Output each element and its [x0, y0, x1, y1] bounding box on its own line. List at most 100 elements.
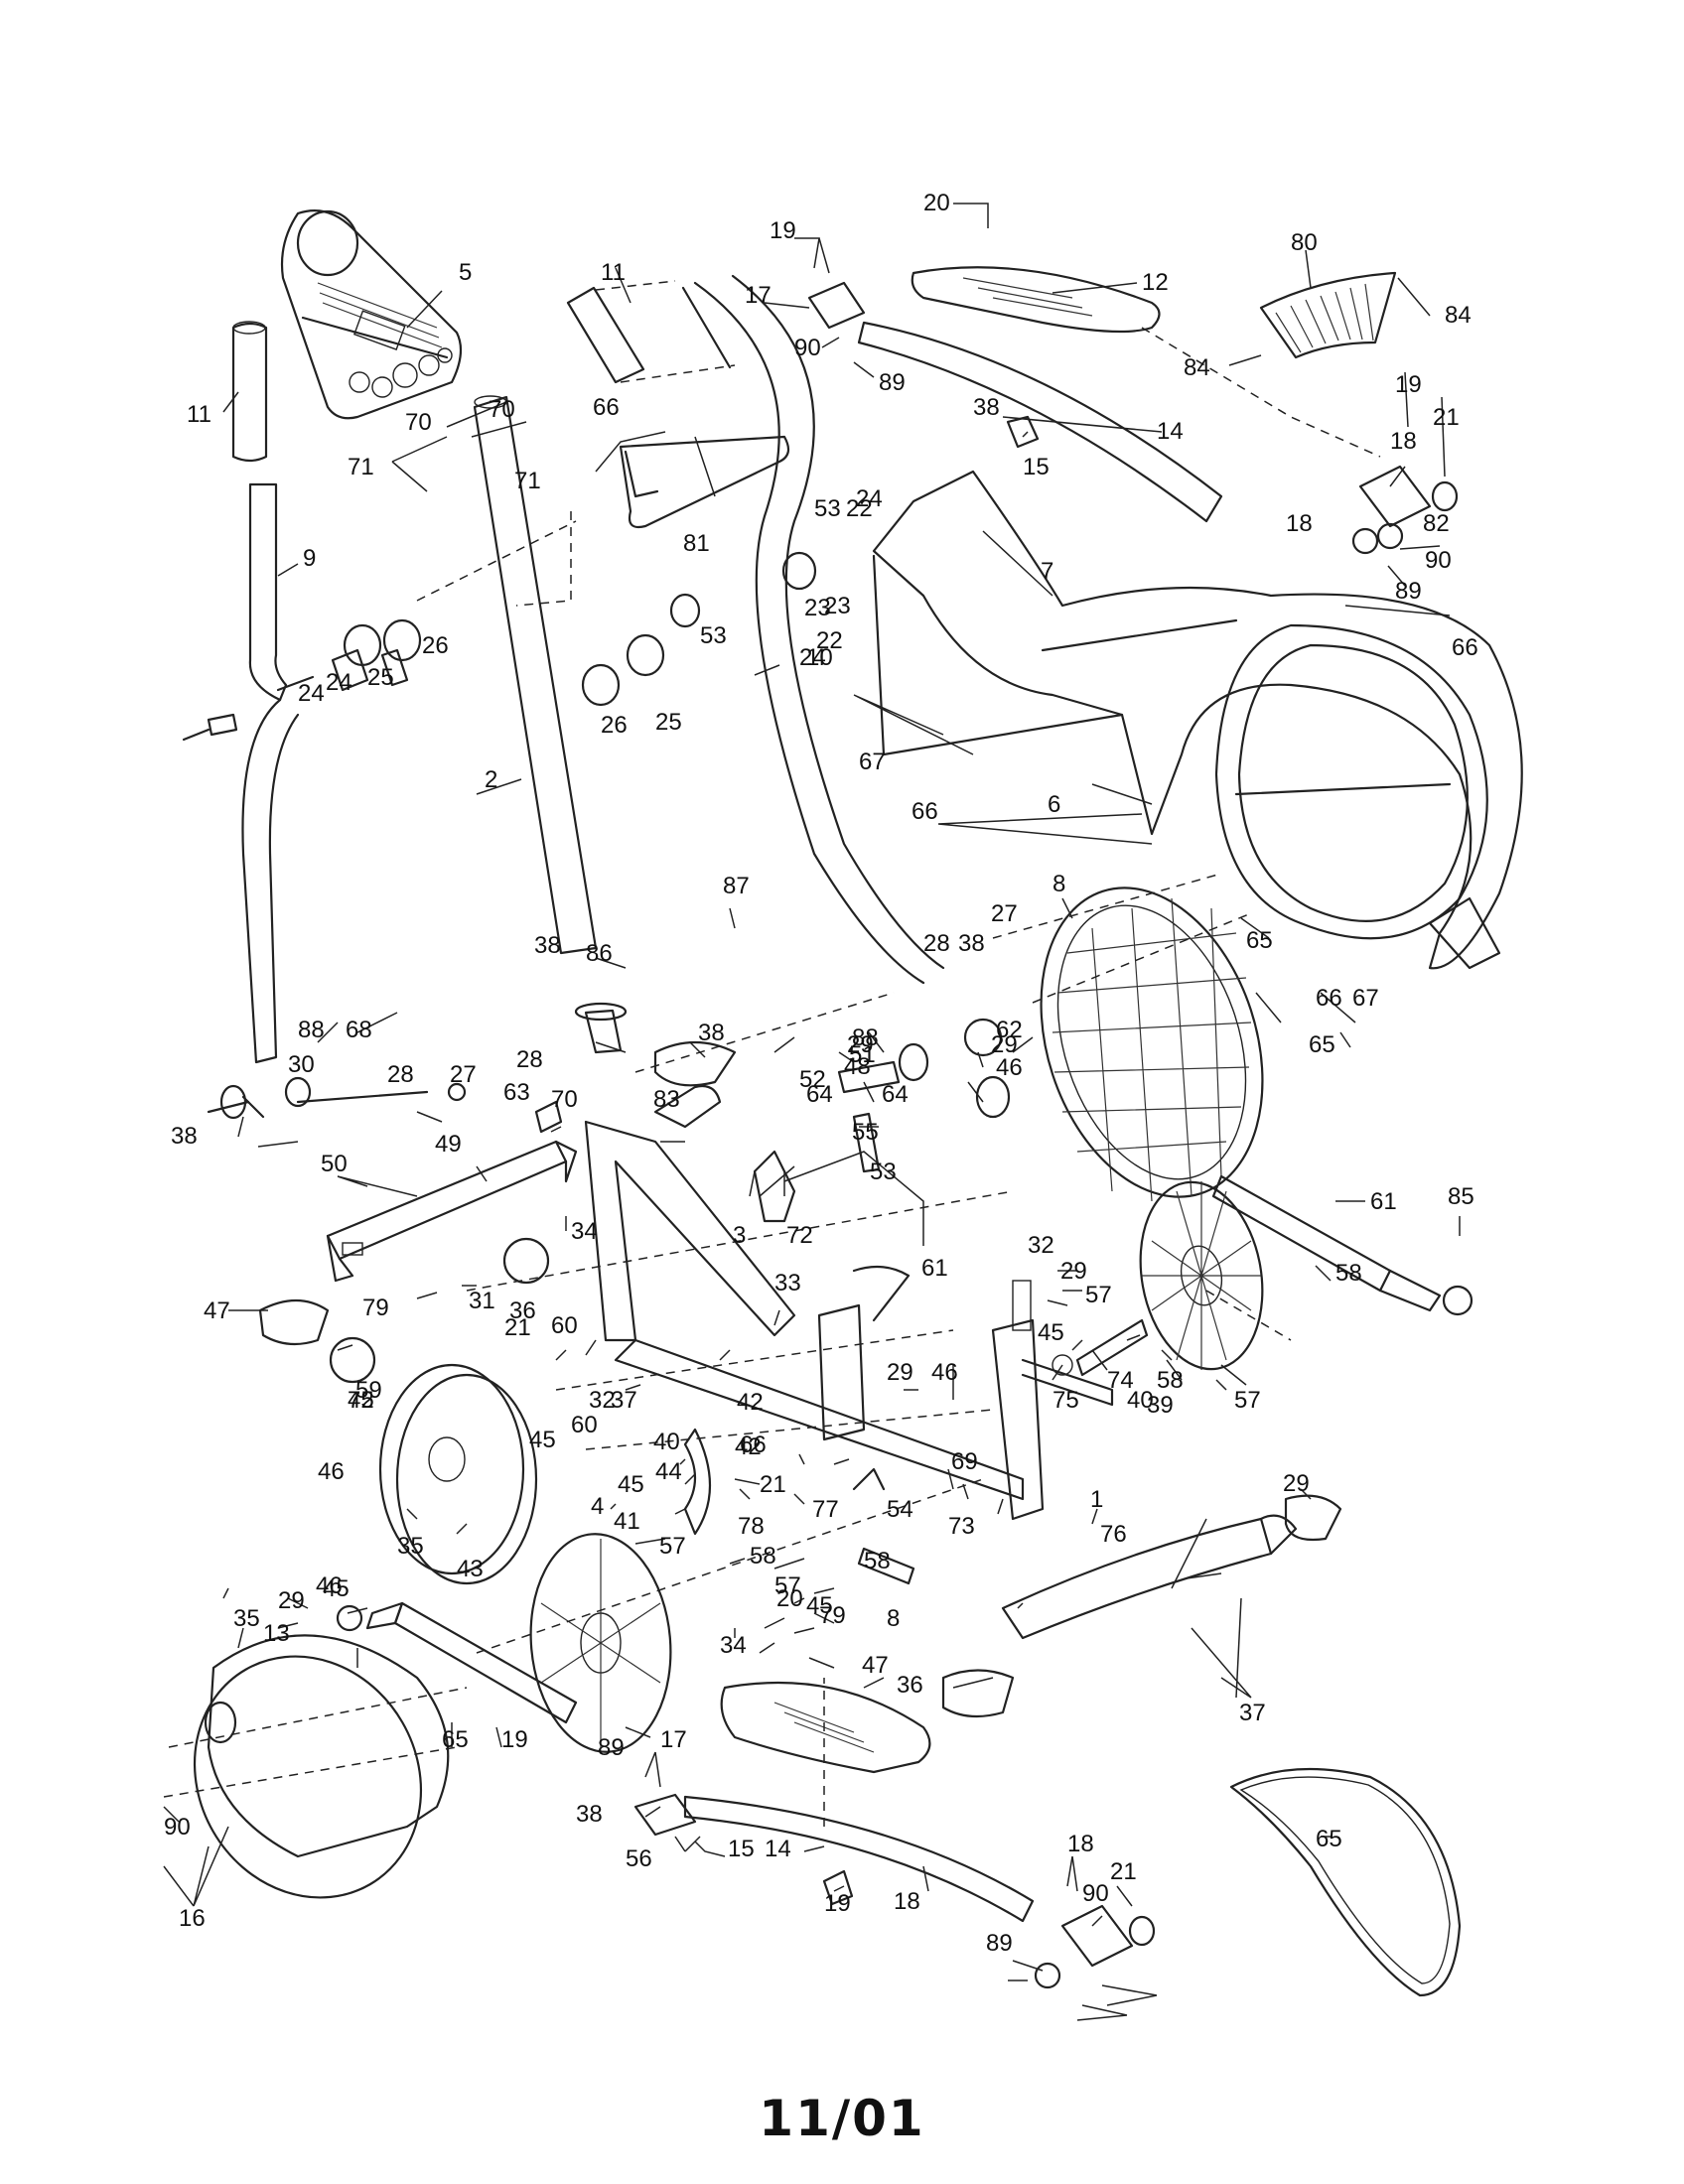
callout-label: 9 [303, 545, 316, 572]
guard-part-80 [1259, 271, 1397, 359]
callout-label: 66 [1452, 634, 1478, 661]
callout-label: 82 [1423, 510, 1450, 537]
callout-label: 50 [321, 1151, 348, 1177]
callout-label: 58 [750, 1543, 776, 1570]
callout-label: 72 [348, 1387, 374, 1414]
callout-label: 45 [323, 1575, 350, 1602]
callout-label: 12 [1142, 269, 1169, 296]
callout-label: 53 [870, 1159, 897, 1185]
callout-label: 45 [348, 1387, 374, 1414]
callout-label: 23 [804, 595, 831, 621]
callout-label: 8 [887, 1605, 900, 1632]
callout-label: 59 [355, 1377, 382, 1404]
callout-label: 52 [799, 1066, 826, 1093]
callout-label: 51 [849, 1041, 876, 1068]
callout-label: 90 [1425, 547, 1452, 574]
callout-label: 24 [298, 680, 325, 707]
callout-label: 66 [912, 798, 938, 825]
left-handlebar-part-9 [241, 482, 315, 1064]
callout-label: 29 [847, 1031, 874, 1058]
callout-label: 23 [824, 593, 851, 619]
callout-label: 89 [879, 369, 906, 396]
callout-label: 45 [806, 1592, 833, 1619]
callout-label: 38 [534, 932, 561, 959]
callout-label: 32 [1028, 1232, 1054, 1259]
callout-label: 40 [653, 1429, 680, 1455]
callout-label: 20 [776, 1585, 803, 1612]
callout-label: 45 [618, 1471, 644, 1498]
small-hardware [182, 551, 1011, 1585]
callout-label: 46 [316, 1572, 343, 1599]
callout-label: 68 [346, 1017, 372, 1043]
callout-label: 18 [1390, 428, 1417, 455]
drive-belt-part-56 [1229, 1767, 1462, 1997]
callout-label: 15 [728, 1836, 755, 1862]
shroud-parts-6-7 [872, 470, 1523, 970]
callout-label: 57 [659, 1533, 686, 1560]
callout-label: 38 [958, 930, 985, 957]
callout-label: 2 [485, 766, 497, 793]
callout-label: 30 [288, 1051, 315, 1078]
callout-label: 66 [740, 1432, 767, 1458]
callout-label: 38 [576, 1801, 603, 1828]
callout-label: 60 [571, 1412, 598, 1438]
callout-label: 84 [1184, 354, 1210, 381]
callout-label: 24 [856, 485, 883, 512]
callout-label: 37 [611, 1387, 637, 1414]
main-frame-part-1 [584, 1120, 1114, 1521]
resistance-brackets [683, 1265, 911, 1536]
callout-label: 25 [367, 664, 394, 691]
callout-label: 78 [738, 1513, 765, 1540]
callout-label: 67 [1352, 985, 1379, 1012]
callout-label: 89 [986, 1930, 1013, 1957]
callout-leader-lines [163, 203, 1461, 2021]
flywheel-covers [193, 887, 1264, 1899]
callout-label: 14 [765, 1836, 791, 1862]
callout-label: 80 [1291, 229, 1318, 256]
callout-label: 29 [887, 1359, 913, 1386]
callout-label: 38 [698, 1020, 725, 1046]
callout-label: 64 [806, 1081, 833, 1108]
callout-label: 3 [733, 1222, 746, 1249]
callout-label: 35 [233, 1605, 260, 1632]
callout-label: 13 [263, 1620, 290, 1647]
callout-label: 18 [894, 1888, 920, 1915]
callout-label: 63 [503, 1079, 530, 1106]
callout-label: 84 [1445, 302, 1472, 329]
callout-label: 62 [996, 1017, 1023, 1043]
callout-label: 55 [852, 1119, 879, 1146]
rear-stabilizer-part-4 [941, 1494, 1342, 1718]
crank-disc-left [529, 1533, 672, 1753]
callout-label: 67 [859, 749, 886, 775]
callout-label: 90 [1082, 1880, 1109, 1907]
callout-label: 21 [1110, 1858, 1137, 1885]
callout-label: 47 [862, 1652, 889, 1679]
callout-label: 71 [348, 454, 374, 480]
callout-label: 24 [326, 669, 352, 696]
callout-label: 6 [1048, 791, 1060, 818]
callout-label: 19 [770, 217, 796, 244]
callout-label: 18 [1286, 510, 1313, 537]
callout-label: 56 [626, 1845, 652, 1872]
callout-label: 22 [846, 495, 873, 522]
drawing-date-code: 11/01 [759, 2090, 925, 2147]
upper-pedal-arm-part-14 [807, 266, 1223, 523]
callout-label: 19 [1395, 371, 1422, 398]
callout-label: 44 [655, 1458, 682, 1485]
callout-label: 46 [318, 1458, 345, 1485]
callout-label: 22 [816, 627, 843, 654]
callout-label: 21 [1433, 404, 1460, 431]
callout-label: 86 [586, 940, 613, 967]
crank-axle-part-39 [1052, 1318, 1149, 1377]
callout-label: 28 [923, 930, 950, 957]
callout-label: 1 [1090, 1486, 1103, 1513]
callout-label: 65 [1246, 927, 1273, 954]
callout-label: 89 [598, 1734, 625, 1761]
callout-label: 19 [501, 1726, 528, 1753]
callout-label: 89 [1395, 578, 1422, 605]
callout-label: 71 [514, 468, 541, 494]
callout-label: 88 [852, 1024, 879, 1051]
callout-label: 85 [1448, 1183, 1474, 1210]
callout-labels: 20 19 17 90 89 12 80 84 84 5 11 11 70 70… [164, 190, 1478, 1957]
